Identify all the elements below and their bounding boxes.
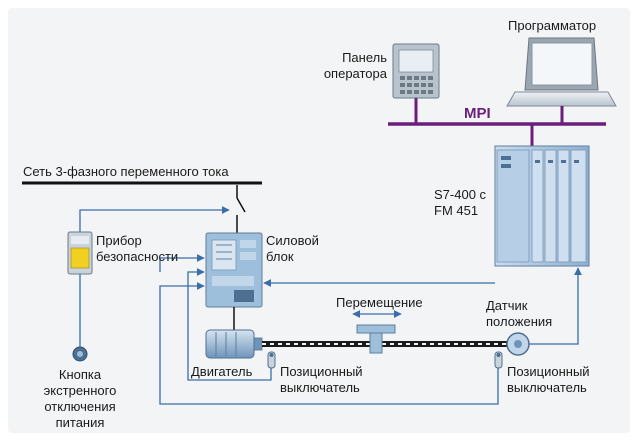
estop-button-icon	[72, 346, 88, 362]
label-power-1: Силовой	[266, 233, 319, 248]
laptop-icon	[506, 37, 617, 107]
label-limit1-2: выключатель	[280, 380, 360, 395]
label-mains: Сеть 3-фазного переменного тока	[23, 164, 229, 179]
label-operator-panel-1: Панель	[342, 50, 387, 65]
label-estop-2: экстренного	[44, 383, 117, 398]
carriage-icon	[356, 324, 396, 354]
limit-switch-icon	[267, 351, 276, 369]
safety-to-power-line	[159, 254, 205, 272]
safety-to-breaker-line	[79, 206, 230, 232]
label-safety-2: безопасности	[96, 249, 178, 264]
encoder-icon	[506, 332, 530, 356]
label-safety-1: Прибор	[96, 233, 142, 248]
label-movement: Перемещение	[336, 295, 423, 310]
safety-device-icon	[67, 231, 93, 275]
breaker-switch-icon	[236, 197, 246, 213]
label-limit1-1: Позиционный	[280, 364, 363, 379]
operator-panel-icon	[392, 43, 440, 99]
label-plc-1: S7-400 с	[434, 187, 487, 202]
label-estop-4: питания	[56, 415, 105, 430]
label-power-2: блок	[266, 249, 294, 264]
motor-icon	[205, 329, 263, 359]
label-estop-3: отключения	[44, 399, 115, 414]
label-sensor-1: Датчик	[486, 298, 528, 313]
label-programmer: Программатор	[508, 18, 596, 33]
background-panel	[8, 8, 630, 433]
limit-switch-icon	[494, 351, 503, 369]
encoder-to-plc-line	[529, 267, 582, 345]
power-unit-icon	[205, 232, 263, 308]
label-motor: Двигатель	[191, 364, 253, 379]
limit1-signal-line	[187, 268, 272, 381]
limit2-signal-line	[159, 282, 499, 405]
label-mpi: MPI	[464, 105, 491, 122]
plc-rack-icon	[494, 145, 590, 267]
label-sensor-2: положения	[486, 314, 552, 329]
label-limit2-1: Позиционный	[507, 364, 590, 379]
label-operator-panel-2: оператора	[324, 66, 388, 81]
label-limit2-2: выключатель	[507, 380, 587, 395]
label-plc-2: FM 451	[434, 203, 478, 218]
label-estop-1: Кнопка	[59, 367, 102, 382]
